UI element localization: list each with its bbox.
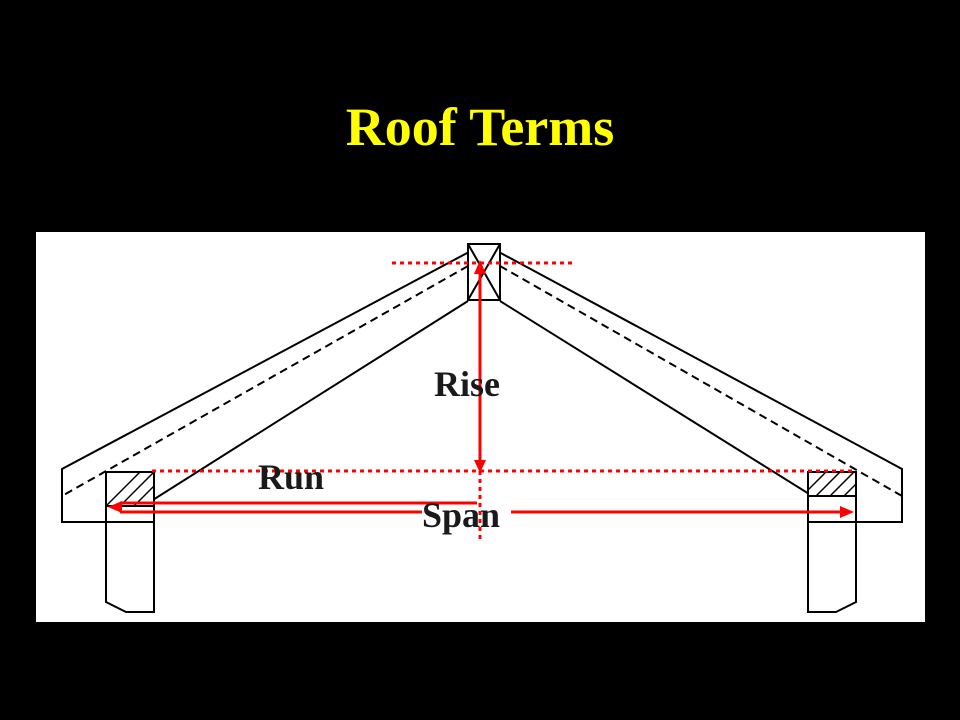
dimension-lines <box>120 261 854 542</box>
right-rafter-outline <box>483 243 903 523</box>
left-wall <box>105 471 155 613</box>
right-plate-hatch <box>808 472 856 496</box>
rise-arrow-bottom <box>474 460 486 473</box>
dimension-arrowheads <box>108 260 854 518</box>
left-plate-hatch <box>106 472 154 506</box>
right-wall <box>807 471 857 613</box>
rise-label: Rise <box>434 364 500 404</box>
run-span-arrow-left <box>108 501 122 513</box>
right-rafter-centerline <box>499 265 903 497</box>
run-label: Run <box>258 457 324 497</box>
left-rafter <box>61 243 485 523</box>
span-arrow-right <box>840 506 854 518</box>
roof-diagram-svg: Rise Run Span <box>61 243 903 613</box>
span-label: Span <box>422 495 500 535</box>
right-rafter <box>483 243 903 523</box>
left-rafter-outline <box>61 243 485 523</box>
rise-arrow-top <box>474 260 486 274</box>
slide-title: Roof Terms <box>345 97 615 157</box>
roof-diagram: Rise Run Span <box>36 232 925 622</box>
